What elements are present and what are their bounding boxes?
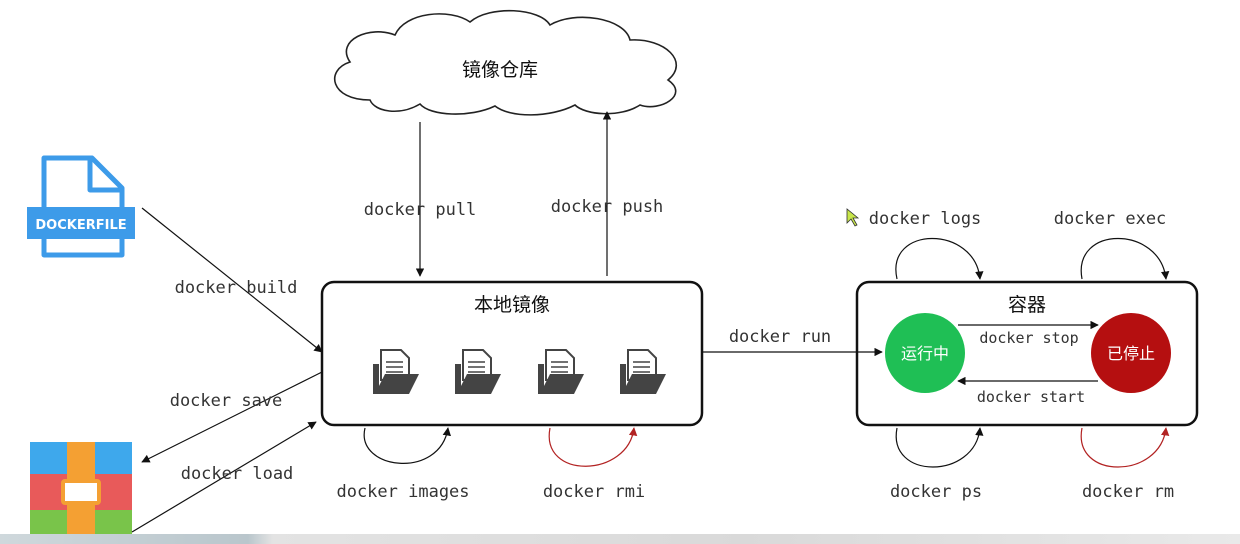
pull-label: docker pull [364, 200, 477, 220]
rm-label: docker rm [1082, 482, 1174, 502]
rmi-label: docker rmi [543, 482, 645, 502]
mouse-cursor-icon [846, 208, 860, 227]
ps-loop [895, 427, 984, 468]
container-title: 容器 [1008, 294, 1046, 316]
image-registry-cloud: 镜像仓库 [333, 9, 677, 116]
dockerfile-icon: DOCKERFILE [27, 155, 135, 258]
ps-label: docker ps [890, 482, 982, 502]
stopped-state-circle [1091, 313, 1171, 393]
image-folder-icon [620, 349, 666, 394]
load-label: docker load [181, 464, 294, 484]
dockerfile-label: DOCKERFILE [35, 218, 126, 233]
arrows [131, 111, 1170, 533]
rm-loop [1080, 427, 1170, 468]
save-label: docker save [170, 391, 283, 411]
archive-icon [30, 442, 132, 542]
images-loop [363, 427, 451, 464]
start-label: docker start [977, 388, 1085, 406]
running-state-circle [885, 313, 965, 393]
registry-label: 镜像仓库 [462, 59, 538, 81]
images-label: docker images [336, 482, 469, 502]
container-box: 容器 运行中 已停止 [855, 280, 1199, 427]
stop-label: docker stop [979, 329, 1078, 347]
push-label: docker push [551, 197, 664, 217]
save-arrow [141, 371, 323, 463]
exec-loop [1080, 238, 1170, 280]
local-images-title: 本地镜像 [474, 294, 550, 316]
logs-loop [895, 238, 984, 280]
stopped-state-label: 已停止 [1107, 344, 1155, 363]
build-arrow [141, 207, 323, 353]
image-folder-icon [455, 349, 501, 394]
build-label: docker build [175, 278, 298, 298]
local-images-box: 本地镜像 [320, 280, 704, 427]
image-folder-icon [538, 349, 584, 394]
run-label: docker run [729, 327, 831, 347]
running-state-label: 运行中 [901, 344, 949, 363]
load-arrow [131, 421, 317, 533]
bottom-strip [0, 534, 1240, 544]
command-labels: docker pull docker push docker build doc… [170, 197, 1174, 502]
image-folder-icon [373, 349, 419, 394]
rmi-loop [548, 427, 638, 467]
logs-label: docker logs [869, 209, 982, 229]
exec-label: docker exec [1054, 209, 1167, 229]
